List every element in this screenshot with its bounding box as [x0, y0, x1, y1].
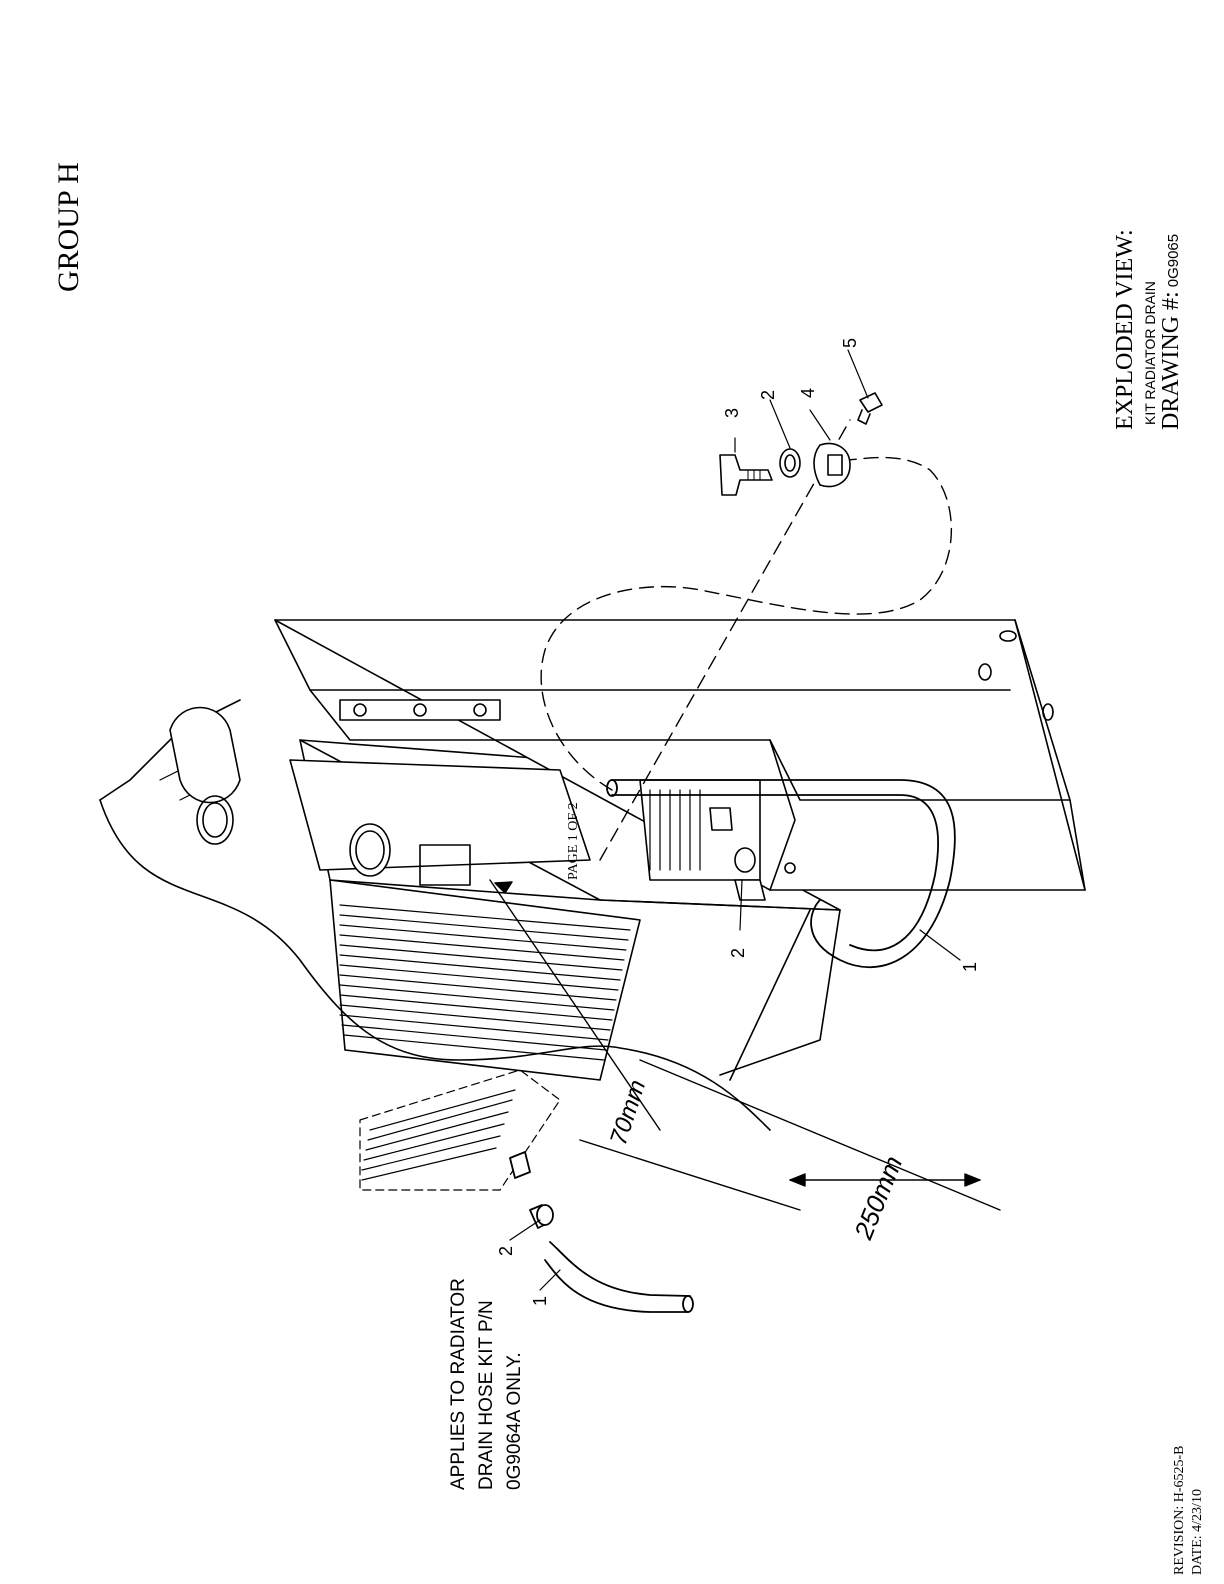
exploded-parts [720, 393, 882, 495]
group-header: GROUP H [52, 162, 86, 292]
title-drawing-number: DRAWING #: 0G9065 [1158, 234, 1185, 430]
callout-2-top: 2 [758, 390, 779, 400]
callout-1-mid: 1 [960, 962, 981, 972]
date-text: DATE: 4/23/10 [1190, 1489, 1206, 1575]
upper-outlet-pipe [170, 708, 240, 845]
drawing-number-label: DRAWING #: [1158, 291, 1184, 430]
drawing-number-value: 0G9065 [1165, 234, 1182, 287]
loose-hose [510, 1152, 693, 1312]
revision-text: REVISION: H-6525-B [1172, 1446, 1188, 1576]
callout-3: 3 [722, 408, 743, 418]
page-indicator: PAGE 1 OF 2 [566, 802, 582, 880]
note-line-3: 0G9064A ONLY. [504, 1352, 526, 1490]
callout-1-bottom: 1 [530, 1296, 551, 1306]
callout-5: 5 [840, 338, 861, 348]
title-exploded-view: EXPLODED VIEW: [1112, 229, 1139, 430]
note-line-2: DRAIN HOSE KIT P/N [476, 1300, 498, 1490]
title-kit-name: KIT RADIATOR DRAIN [1142, 281, 1158, 425]
callout-2-mid: 2 [728, 948, 749, 958]
radiator-core [330, 880, 640, 1080]
callout-4: 4 [798, 388, 819, 398]
note-line-1: APPLIES TO RADIATOR [448, 1278, 470, 1490]
callout-2-bottom: 2 [496, 1246, 517, 1256]
